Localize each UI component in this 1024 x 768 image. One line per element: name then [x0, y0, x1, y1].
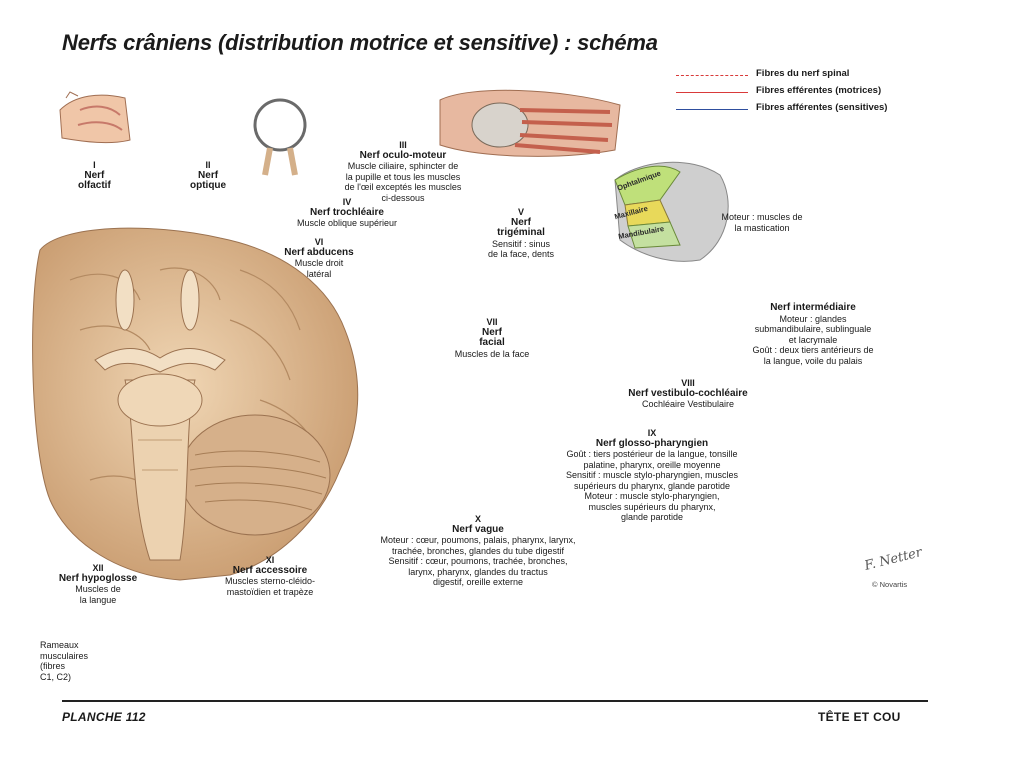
nerve-label-facial: VII Nerf facial Muscles de la face [430, 317, 554, 359]
footer-rule [62, 700, 928, 702]
nerve-label-trochlear: IV Nerf trochléaire Muscle oblique supér… [262, 197, 432, 229]
nerve-label-trigeminal-motor: Moteur : muscles de la mastication [702, 212, 822, 233]
nerve-label-oculomotor: III Nerf oculo-moteur Muscle ciliaire, s… [298, 140, 508, 203]
nerve-label-accessory: XI Nerf accessoire Muscles sterno-cléido… [194, 555, 346, 597]
brain-base-view [33, 228, 358, 580]
section-title: TÊTE ET COU [818, 710, 901, 724]
nerve-label-olfactory: I Nerf olfactif [78, 160, 111, 192]
nerve-label-glossopharyngeal: IX Nerf glosso-pharyngien Goût : tiers p… [504, 428, 800, 523]
nerve-label-vagus: X Nerf vague Moteur : cœur, poumons, pal… [336, 514, 620, 588]
nerve-label-hypoglossal: XII Nerf hypoglosse Muscles de la langue [46, 563, 150, 605]
nerve-label-abducens: VI Nerf abducens Muscle droit latéral [264, 237, 374, 279]
nerve-label-trigeminal: V Nerf trigéminal Sensitif : sinus de la… [476, 207, 566, 260]
nose-illustration [60, 92, 130, 143]
plate-number: PLANCHE 112 [62, 710, 146, 724]
copyright: © Novartis [872, 580, 907, 589]
nerve-label-vestibulocochlear: VIII Nerf vestibulo-cochléaire Cochléair… [590, 378, 786, 410]
nerve-label-intermediate: Nerf intermédiaire Moteur : glandes subm… [700, 303, 926, 366]
nerve-label-optic: II Nerf optique [190, 160, 226, 192]
label-rameaux-musculaires: Rameaux musculaires (fibres C1, C2) [40, 640, 110, 682]
